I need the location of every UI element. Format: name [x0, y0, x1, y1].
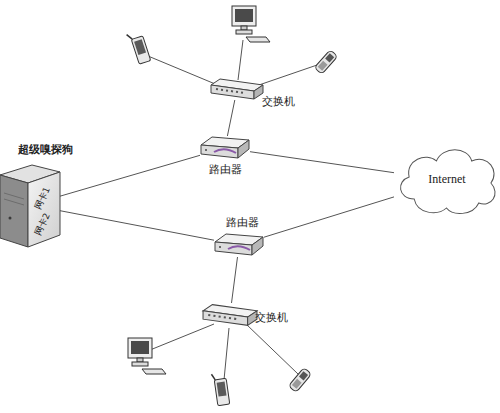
switch-side: [254, 85, 263, 99]
link-line: [60, 211, 214, 241]
router-front: [215, 242, 252, 255]
cellphone-screen: [299, 371, 308, 380]
link-line: [250, 152, 394, 173]
switch-front: [203, 311, 248, 326]
server-led: [9, 217, 12, 220]
router-front: [201, 145, 238, 158]
network-link: [60, 155, 200, 196]
cloud-label: Internet: [394, 173, 500, 186]
pda-icon: [211, 372, 229, 406]
pc-screen: [131, 341, 149, 354]
link-line: [227, 100, 234, 136]
server-slot: [4, 193, 24, 199]
router-box: 路由器: [214, 233, 264, 257]
internet-cloud: Internet: [394, 143, 500, 218]
pda-antenna: [211, 374, 215, 380]
pda-antenna: [127, 33, 133, 40]
pda-body: [214, 378, 230, 405]
pc-base: [132, 362, 148, 366]
switch-shape: [202, 303, 258, 327]
device-wire: [224, 328, 229, 380]
switch-ports: [216, 89, 243, 93]
router-shape: [214, 233, 264, 257]
switch-front: [211, 85, 254, 99]
router-stripe: [214, 149, 236, 153]
router-stripe: [228, 246, 250, 250]
link-line: [232, 257, 238, 303]
cellphone-icon: [288, 368, 311, 393]
server-side: [0, 175, 28, 247]
pc-icon: [128, 338, 166, 374]
device-wire: [246, 324, 298, 374]
cellphone-keypad: [318, 61, 328, 71]
server-shape: [0, 163, 60, 247]
switch-box: 交换机: [210, 78, 264, 100]
pc-monitor: [232, 6, 256, 26]
network-link: [232, 257, 238, 303]
switch-shape: [210, 78, 264, 100]
pc-base: [236, 30, 252, 34]
switch-box: 交换机: [202, 303, 258, 327]
pc-keyboard: [246, 37, 270, 42]
pc-monitor: [128, 338, 152, 358]
pc-stand: [137, 358, 143, 362]
server-front: [28, 172, 60, 247]
pc-stand: [241, 26, 247, 30]
network-link: [264, 197, 394, 237]
cellphone-body: [288, 368, 311, 393]
cellphone-keypad: [292, 379, 302, 389]
pc-keyboard: [142, 369, 166, 374]
pda-screen: [134, 39, 146, 55]
server-title: 超级嗅探狗: [18, 143, 73, 156]
link-line: [264, 197, 394, 237]
pda-icon: [127, 30, 151, 65]
server-slot: [4, 199, 24, 205]
pda-body: [131, 36, 150, 64]
device-wires: [148, 40, 320, 380]
link-line: [60, 155, 200, 196]
sniffer-server: 超级嗅探狗网卡1网卡2: [0, 163, 60, 247]
cellphone-screen: [325, 53, 334, 62]
router-label: 路由器: [209, 163, 242, 176]
router-shape: [200, 136, 250, 160]
switch-label: 交换机: [255, 311, 288, 324]
router-led: [205, 149, 207, 151]
cellphone-icon: [314, 50, 337, 75]
device-wire: [150, 324, 214, 350]
switch-label: 交换机: [262, 95, 295, 108]
device-wire: [148, 56, 220, 86]
router-label: 路由器: [226, 216, 259, 229]
router-led: [219, 246, 221, 248]
router-side: [252, 237, 263, 255]
network-link: [250, 152, 394, 173]
network-link: [60, 211, 214, 241]
router-side: [238, 140, 249, 158]
pda-screen: [217, 382, 227, 397]
switch-ports: [208, 315, 236, 319]
network-link: [227, 100, 234, 136]
pc-screen: [235, 9, 253, 22]
device-wire: [256, 64, 320, 86]
router-box: 路由器: [200, 136, 250, 160]
pc-icon: [232, 6, 270, 42]
cellphone-body: [314, 50, 337, 75]
device-wire: [238, 40, 243, 80]
